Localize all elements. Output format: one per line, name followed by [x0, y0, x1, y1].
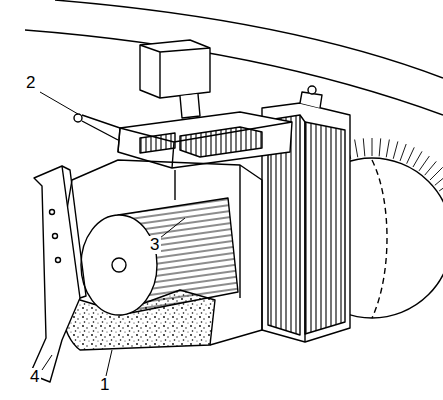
commutator-bar [407, 147, 415, 163]
commutator-bar [363, 138, 365, 156]
spring [180, 127, 262, 157]
frame-arc [25, 30, 443, 115]
commutator-bar [413, 151, 422, 167]
commutator-bar [379, 138, 381, 156]
plate-hole [56, 258, 61, 263]
laminations [305, 122, 345, 334]
bracket-edge [140, 45, 210, 98]
plate-edge [62, 166, 86, 298]
brush-box [60, 160, 262, 345]
callout-number: 3 [148, 236, 161, 254]
commutator-bar [372, 138, 373, 156]
commutator-bar [355, 140, 358, 158]
terminal-screw [308, 86, 316, 94]
leader-line [106, 350, 112, 376]
commutator-edge [372, 160, 387, 318]
holder-edge [300, 115, 305, 342]
commutator-bar [419, 156, 429, 171]
plate-hole [50, 210, 55, 215]
commutator-bar [386, 140, 389, 158]
bracket-stem [180, 94, 200, 118]
commutator-bar [425, 161, 437, 175]
commutator-bar [393, 141, 398, 158]
roller-hole [112, 258, 126, 272]
leader-line [160, 218, 185, 238]
commutator-bar [430, 167, 443, 180]
leader-line [42, 355, 52, 370]
spring-arm [82, 115, 120, 140]
callout-number: 2 [24, 74, 37, 92]
spring [140, 133, 175, 153]
clamp-plate [30, 166, 80, 382]
roller [81, 215, 157, 315]
plate-hole [53, 234, 58, 239]
callout-number: 4 [28, 368, 41, 386]
commutator-bar [400, 144, 406, 161]
top-plate [118, 112, 292, 168]
callout-number: 1 [98, 376, 111, 394]
bracket [140, 40, 210, 98]
leader-line [40, 92, 78, 114]
commutator-bar [439, 181, 443, 191]
commutator-bar [435, 174, 443, 186]
pivot-pin [74, 114, 82, 122]
